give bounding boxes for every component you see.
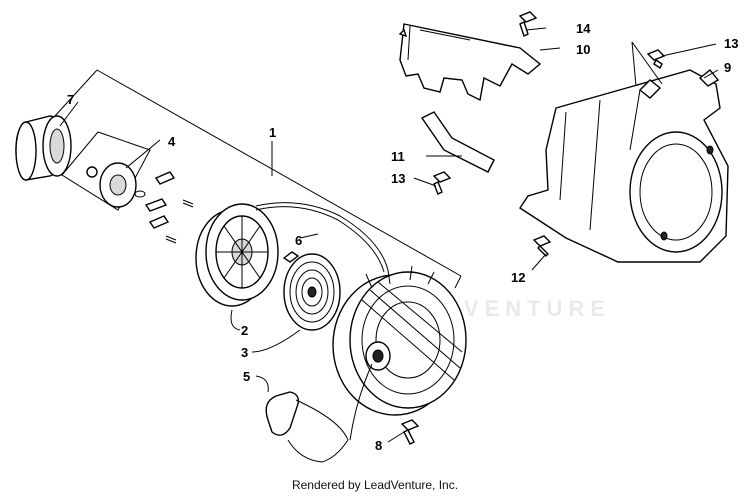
callout-13-lower: 13 (391, 171, 405, 186)
part-5-handle[interactable] (265, 363, 373, 463)
callout-11: 11 (391, 149, 405, 164)
part-7-sleeve[interactable] (15, 115, 72, 181)
part-2-pulley[interactable] (195, 203, 279, 307)
callout-3: 3 (241, 345, 248, 360)
part-11-bracket[interactable] (420, 111, 495, 173)
callout-1: 1 (269, 125, 276, 140)
callout-4: 4 (168, 134, 176, 149)
callout-13-upper: 13 (724, 36, 738, 51)
callout-9: 9 (724, 60, 731, 75)
callout-12: 12 (511, 270, 525, 285)
part-13-bolt-lower[interactable] (432, 171, 452, 195)
part-12-bolt[interactable] (532, 235, 552, 257)
part-3-spring[interactable] (282, 251, 341, 331)
callout-10: 10 (576, 42, 590, 57)
part-6-rope[interactable] (255, 202, 389, 273)
part-9-fan-shroud[interactable] (519, 41, 729, 263)
part-8-bolt[interactable] (400, 419, 420, 445)
callout-7: 7 (67, 92, 74, 107)
part-1-bracket (54, 69, 462, 289)
leader-lines (59, 27, 719, 443)
callout-6: 6 (295, 233, 302, 248)
callout-2: 2 (241, 323, 248, 338)
recoil-housing[interactable] (332, 265, 467, 416)
callout-8: 8 (375, 438, 382, 453)
part-14-bolt[interactable] (518, 11, 538, 37)
footer-credit: Rendered by LeadVenture, Inc. (291, 478, 459, 492)
part-4-ratchet-kit[interactable] (61, 131, 194, 244)
callout-14: 14 (576, 21, 591, 36)
part-13-bolt-upper[interactable] (646, 49, 666, 70)
part-10-top-cover[interactable] (398, 23, 542, 102)
callout-5: 5 (243, 369, 250, 384)
